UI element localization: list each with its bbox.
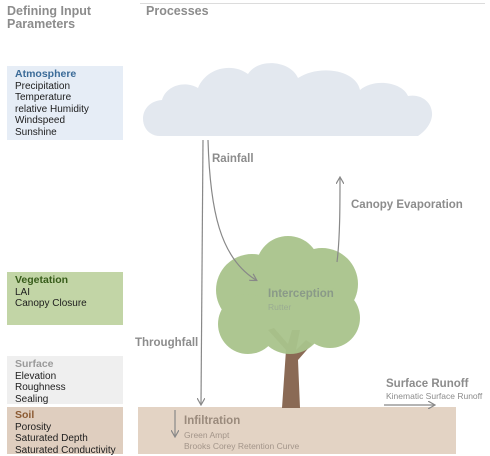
param-item: Canopy Closure [15,298,87,309]
infiltration-method-1-label: Green Ampt [184,430,230,440]
param-item: Roughness [15,382,66,393]
surface-title: Surface [15,358,54,370]
surface-runoff-label: Surface Runoff [386,378,469,390]
param-item: Saturated Depth [15,433,88,444]
atmosphere-parameters: Atmosphere Precipitation Temperature rel… [7,66,123,140]
infiltration-label: Infiltration [184,415,241,427]
interception-label: Interception [268,288,334,300]
param-item: Windspeed [15,115,66,126]
canopy-evaporation-arrow [337,178,340,263]
param-item: relative Humidity [15,103,89,115]
param-item: Sealing [15,393,49,405]
surface-runoff-method-label: Kinematic Surface Runoff [386,391,483,401]
header-divider [140,3,485,4]
param-item: Elevation [15,370,57,382]
surface-parameters: Surface Elevation Roughness Sealing [7,356,123,405]
param-item: Temperature [15,92,72,103]
param-item: LAI [15,286,31,298]
param-item: Sunshine [15,126,57,138]
throughfall-label: Throughfall [135,337,199,349]
canopy-evaporation-label: Canopy Evaporation [351,199,463,211]
soil-title: Soil [15,409,35,421]
throughfall-arrow [201,139,203,404]
tree-canopy [216,236,360,354]
vegetation-parameters: Vegetation LAI Canopy Closure [7,272,123,325]
vegetation-title: Vegetation [15,274,69,286]
param-item: Precipitation [15,80,71,92]
infiltration-method-2-label: Brooks Corey Retention Curve [184,441,300,451]
rainfall-arrow [207,139,256,280]
rainfall-label: Rainfall [212,153,254,165]
param-item: Porosity [15,421,52,433]
atmosphere-title: Atmosphere [15,68,77,80]
soil-parameters: Soil Porosity Saturated Depth Saturated … [7,407,123,456]
param-item: Saturated Conductivity [15,444,116,456]
cloud-shape [143,63,433,136]
soil-layer [138,407,456,454]
interception-method-label: Rutter [268,302,292,312]
parameters-header: Defining Input Parameters [7,4,92,31]
processes-header: Processes [146,4,209,18]
